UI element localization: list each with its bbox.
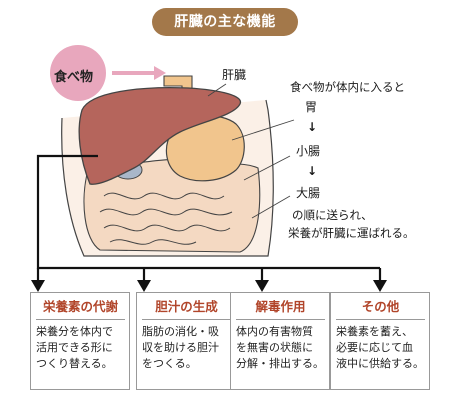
function-title: 解毒作用 (236, 298, 325, 320)
food-label: 食べ物 (54, 70, 94, 85)
small-intestine (99, 192, 233, 245)
label-ending-1: の順に送られ、 (292, 208, 373, 222)
function-box-detox: 解毒作用 体内の有害物質 を無害の状態に 分解・排出する。 (230, 292, 330, 390)
label-stomach: 胃 (305, 100, 318, 114)
liver (78, 87, 242, 185)
function-text: 栄養素を蓄え、 必要に応じて血 液中に供給する。 (336, 325, 424, 370)
function-arrowheads (31, 280, 387, 292)
function-box-other: その他 栄養素を蓄え、 必要に応じて血 液中に供給する。 (330, 292, 430, 390)
function-box-metabolism: 栄養素の代謝 栄養分を体内で 活用できる形に つくり替える。 (30, 292, 130, 390)
function-connectors (36, 154, 382, 282)
label-liver: 肝臓 (222, 68, 247, 82)
function-box-bile: 胆汁の生成 脂肪の消化・吸 収を助ける胆汁 をつくる。 (136, 292, 236, 390)
arrow-down-2: ↓ (307, 164, 318, 178)
function-text: 脂肪の消化・吸 収を助ける胆汁 をつくる。 (142, 325, 219, 370)
label-intro: 食べ物が体内に入ると (290, 80, 405, 94)
arrow-down-1: ↓ (307, 120, 318, 134)
label-ending-2: 栄養が肝臓に運ばれる。 (288, 226, 415, 240)
function-text: 体内の有害物質 を無害の状態に 分解・排出する。 (236, 325, 324, 370)
food-circle (50, 45, 106, 101)
function-title: 胆汁の生成 (142, 298, 231, 320)
function-text: 栄養分を体内で 活用できる形に つくり替える。 (36, 325, 113, 370)
function-title: その他 (336, 298, 425, 320)
function-title: 栄養素の代謝 (36, 298, 125, 320)
leader-lines (207, 83, 295, 219)
label-small-intestine: 小腸 (296, 144, 321, 158)
diagram-title: 肝臓の主な機能 (152, 8, 298, 36)
label-large-intestine: 大腸 (296, 186, 321, 200)
